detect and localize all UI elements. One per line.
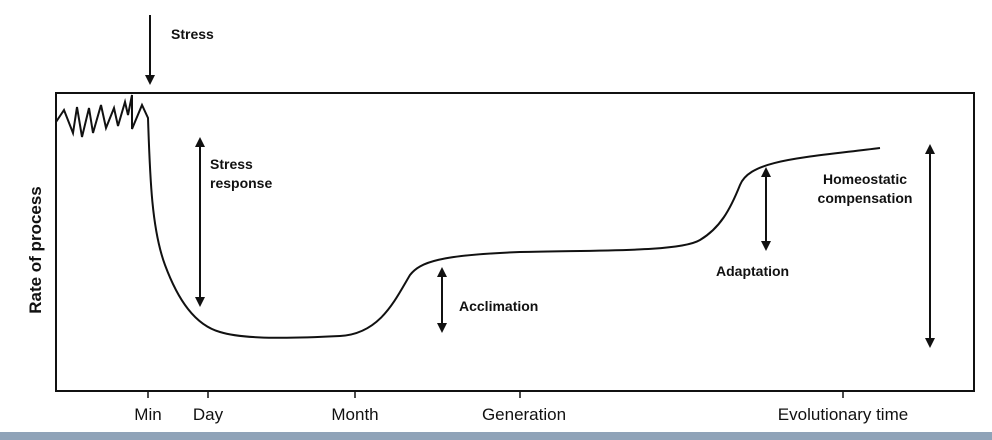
homeostatic-label: Homeostatic compensation	[800, 170, 930, 208]
homeostatic-line2: compensation	[817, 190, 913, 206]
stress-response-line2: response	[210, 175, 273, 191]
x-tick-month: Month	[331, 405, 379, 424]
y-axis-label: Rate of process	[26, 186, 45, 314]
stress-response-line1: Stress	[210, 156, 253, 172]
bottom-border	[0, 432, 992, 440]
x-axis-ticks	[147, 391, 844, 398]
stress-label: Stress	[171, 26, 214, 42]
plot-frame	[55, 92, 975, 392]
x-tick-generation: Generation	[481, 405, 567, 424]
x-tick-min: Min	[134, 405, 162, 424]
x-tick-day: Day	[192, 405, 224, 424]
rate-curve	[55, 94, 881, 339]
acclimation-label: Acclimation	[459, 298, 539, 314]
adaptation-label: Adaptation	[716, 263, 790, 279]
x-tick-evolutionary-time: Evolutionary time	[777, 405, 909, 424]
stress-response-label: Stress response	[210, 155, 272, 193]
homeostatic-line1: Homeostatic	[822, 171, 908, 187]
